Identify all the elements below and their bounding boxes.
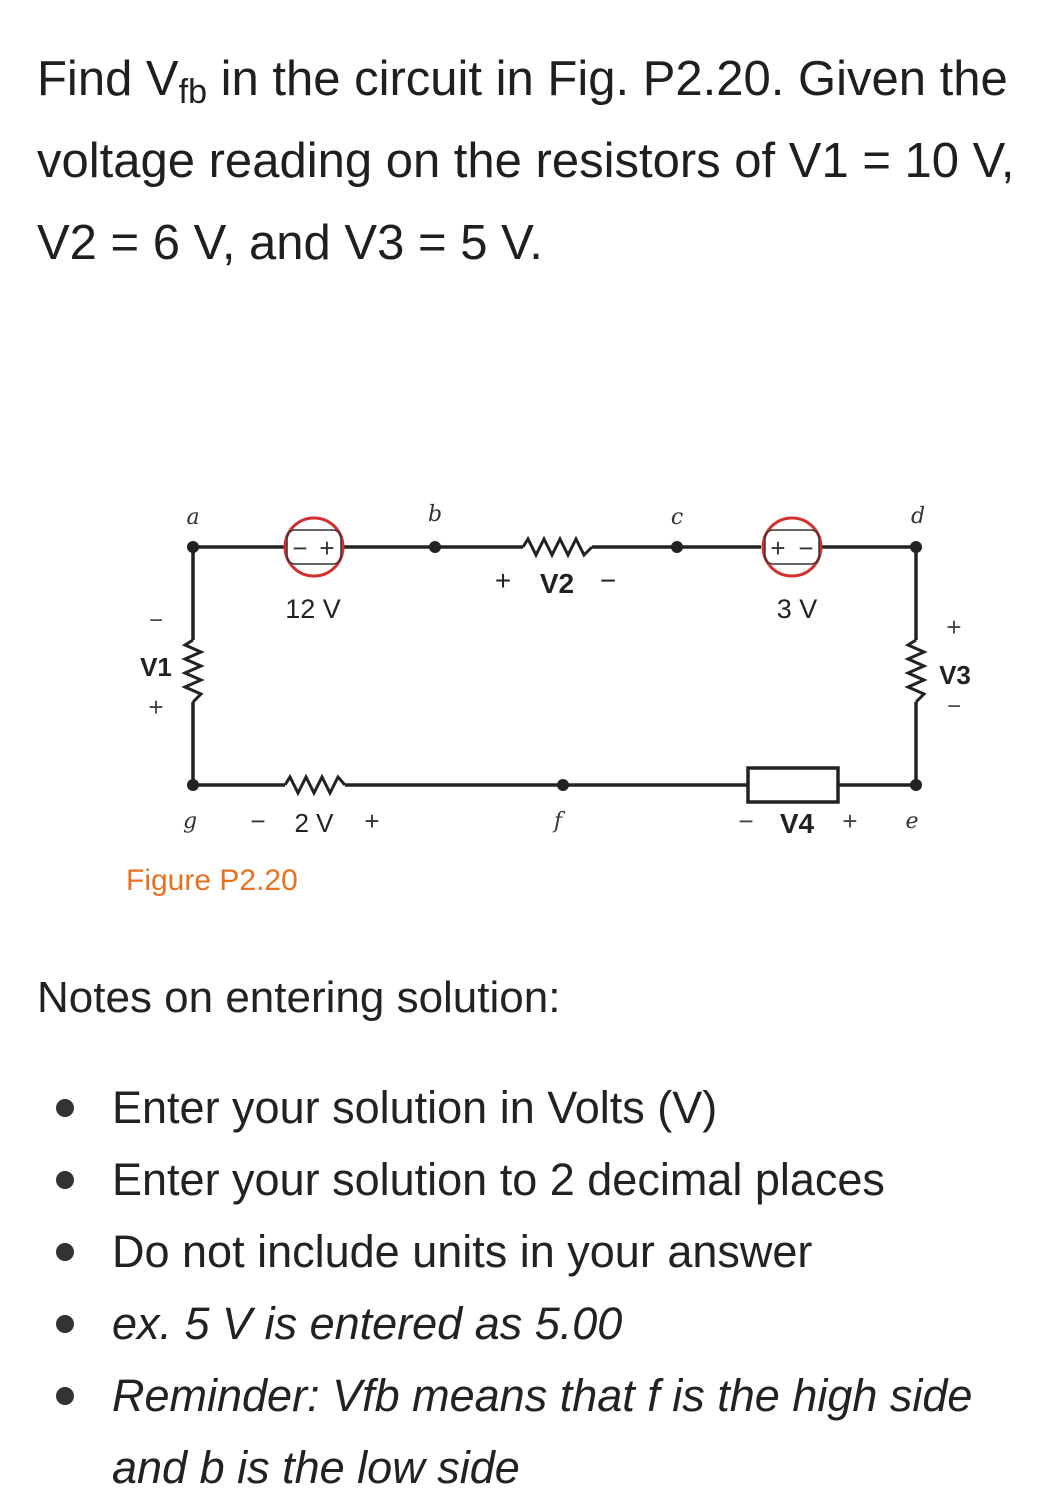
node-d-label: d: [911, 504, 925, 529]
node-f-label: f: [552, 809, 566, 834]
question-subscript: fb: [178, 73, 207, 111]
element-v4-box: [746, 766, 840, 804]
node-a-label: a: [186, 505, 199, 530]
v2-minus: −: [600, 565, 616, 596]
v3-plus: +: [946, 612, 961, 642]
question-text: Find Vfb in the circuit in Fig. P2.20. G…: [37, 38, 1027, 284]
v1-label: V1: [140, 652, 172, 682]
node-f-dot: [557, 779, 569, 791]
v1-plus: +: [148, 692, 163, 722]
source-12v-label: 12 V: [285, 594, 341, 624]
notes-item-text: Reminder: Vfb means that f is the high s…: [112, 1370, 973, 1493]
resistor-v1-zigzag: [181, 638, 205, 704]
r-2v-plus: +: [364, 806, 379, 836]
notes-item-text: Enter your solution to 2 decimal places: [112, 1154, 885, 1205]
v4-minus: −: [738, 806, 753, 836]
node-b-label: b: [428, 502, 442, 527]
bullet-icon: [56, 1243, 74, 1261]
source-3v-minus: −: [798, 533, 813, 563]
question-text-rest: in the circuit in Fig. P2.20. Given the …: [37, 52, 1015, 270]
bullet-icon: [56, 1171, 74, 1189]
bullet-icon: [56, 1099, 74, 1117]
notes-item: Do not include units in your answer: [0, 1216, 1032, 1288]
v1-minus: −: [149, 607, 163, 634]
notes-item-text: Do not include units in your answer: [112, 1226, 813, 1277]
notes-item-text: ex. 5 V is entered as 5.00: [112, 1298, 623, 1349]
node-g-dot: [187, 779, 199, 791]
question-text-start: Find V: [37, 52, 179, 106]
node-a-dot: [187, 541, 199, 553]
source-12v-minus: −: [292, 533, 307, 563]
source-12v-ring: [283, 516, 345, 578]
source-12v-frame: [286, 529, 342, 565]
node-b-dot: [429, 541, 441, 553]
notes-heading: Notes on entering solution:: [37, 973, 561, 1022]
circuit-diagram: − + 12 V + − 3 V a b c d e f g + V2 − − …: [126, 502, 971, 897]
notes-item: Reminder: Vfb means that f is the high s…: [0, 1360, 1032, 1504]
bullet-icon: [56, 1387, 74, 1405]
v4-plus: +: [842, 806, 857, 836]
node-g-label: g: [183, 809, 197, 834]
notes-item: Enter your solution in Volts (V): [0, 1072, 1032, 1144]
notes-list: Enter your solution in Volts (V) Enter y…: [0, 1072, 1062, 1504]
node-d-dot: [910, 541, 922, 553]
notes-item-text: Enter your solution in Volts (V): [112, 1082, 718, 1133]
source-12v-plus: +: [319, 533, 334, 563]
v2-label: V2: [540, 568, 574, 599]
node-e-dot: [910, 779, 922, 791]
notes-item: ex. 5 V is entered as 5.00: [0, 1288, 1032, 1360]
circuit-figure: − + 12 V + − 3 V a b c d e f g + V2 − − …: [0, 490, 1062, 910]
node-e-label: e: [905, 809, 918, 834]
bullet-icon: [56, 1315, 74, 1333]
source-3v-ring: [761, 516, 823, 578]
v3-minus: −: [947, 693, 961, 720]
resistor-2v-zigzag: [283, 773, 347, 797]
resistor-v3-zigzag: [904, 638, 928, 704]
r-2v-label: 2 V: [294, 808, 334, 838]
r-2v-minus: −: [250, 806, 265, 836]
source-3v-label: 3 V: [777, 594, 818, 624]
source-3v-plus: +: [770, 533, 785, 563]
v4-label: V4: [780, 808, 815, 839]
node-c-dot: [671, 541, 683, 553]
v2-plus: +: [495, 565, 511, 596]
notes-item: Enter your solution to 2 decimal places: [0, 1144, 1032, 1216]
resistor-v2-zigzag: [521, 535, 594, 559]
v3-label: V3: [939, 660, 971, 690]
source-3v-frame: [764, 529, 820, 565]
node-c-label: c: [671, 505, 683, 530]
figure-caption: Figure P2.20: [126, 864, 298, 897]
